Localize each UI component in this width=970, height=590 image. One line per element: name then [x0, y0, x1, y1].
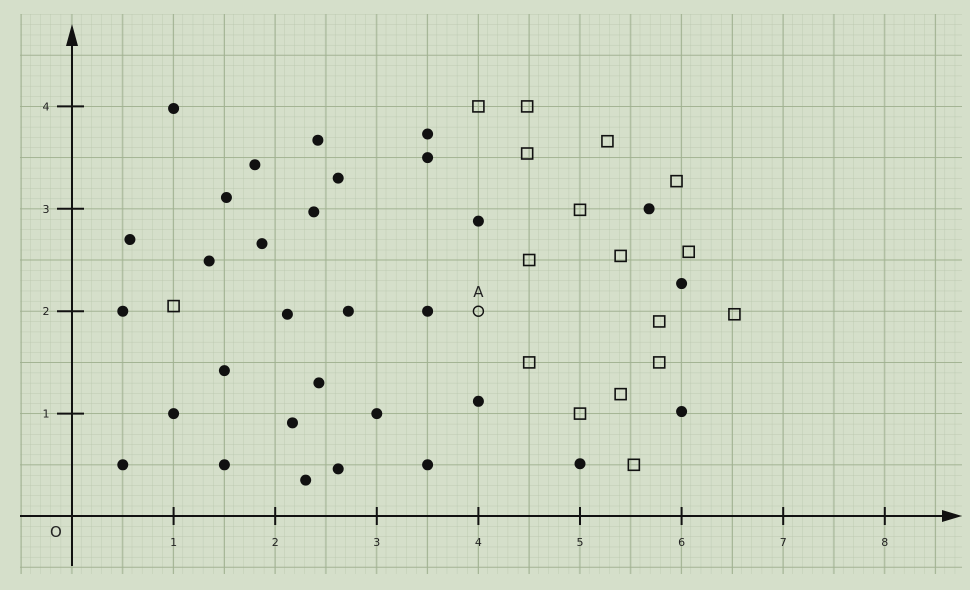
x-tick-label: 3	[373, 536, 380, 549]
data-point-open-square	[522, 253, 536, 267]
data-point-filled-circle	[332, 463, 344, 475]
x-tick-label: 4	[475, 536, 482, 549]
data-point-open-square	[682, 245, 696, 259]
point-a-label: A	[473, 283, 484, 301]
data-point-filled-circle	[281, 308, 293, 320]
data-point-filled-circle	[472, 215, 484, 227]
data-point-filled-circle	[422, 305, 434, 317]
x-tick-label: 6	[678, 536, 685, 549]
data-point-open-square	[728, 307, 741, 321]
data-point-open-square	[652, 315, 666, 328]
data-point-open-square	[601, 134, 614, 148]
data-point-filled-circle	[168, 102, 180, 114]
data-point-filled-circle	[203, 255, 215, 267]
data-point-open-square	[614, 249, 627, 263]
data-point-filled-circle	[220, 192, 232, 204]
data-point-filled-circle	[422, 128, 434, 140]
data-point-filled-circle	[124, 234, 136, 246]
grid-area	[20, 14, 962, 574]
y-tick-label: 2	[43, 305, 50, 318]
data-point-filled-circle	[676, 278, 688, 290]
data-point-filled-circle	[168, 408, 180, 420]
point-a-open-circle	[472, 305, 485, 317]
data-point-filled-circle	[218, 365, 230, 377]
data-point-filled-circle	[371, 408, 383, 420]
x-tick-label: 5	[577, 536, 584, 549]
data-point-open-square	[167, 299, 180, 313]
data-point-filled-circle	[676, 406, 688, 418]
data-points	[117, 100, 741, 486]
major-grid	[20, 14, 962, 574]
data-point-open-square	[472, 100, 485, 113]
data-point-open-square	[520, 100, 534, 113]
data-point-filled-circle	[249, 159, 261, 171]
x-axis-arrow-icon	[942, 510, 962, 522]
data-point-filled-circle	[312, 134, 324, 146]
data-point-open-square	[573, 407, 587, 420]
data-point-filled-circle	[300, 474, 312, 486]
data-point-filled-circle	[218, 459, 230, 471]
data-point-filled-circle	[256, 238, 268, 250]
data-point-open-square	[614, 387, 627, 401]
origin-label: O	[50, 523, 62, 541]
data-point-filled-circle	[422, 152, 434, 164]
data-point-filled-circle	[643, 203, 655, 215]
x-tick-label: 8	[881, 536, 888, 549]
data-point-filled-circle	[472, 395, 484, 407]
data-point-filled-circle	[117, 459, 129, 471]
y-axis-arrow-icon	[66, 24, 78, 46]
data-point-open-square	[627, 458, 641, 472]
y-tick-label: 3	[43, 203, 50, 216]
data-point-open-square	[520, 147, 534, 160]
x-ticks: 1 2 3 4 5 6 7 8	[170, 507, 888, 549]
data-point-open-square	[652, 356, 666, 369]
data-point-open-square	[522, 356, 536, 369]
x-tick-label: 1	[170, 536, 177, 549]
data-point-filled-circle	[117, 305, 129, 317]
x-tick-label: 2	[272, 536, 279, 549]
y-tick-label: 4	[43, 100, 50, 113]
data-point-filled-circle	[308, 206, 320, 218]
data-point-filled-circle	[286, 417, 298, 429]
data-point-filled-circle	[574, 458, 586, 470]
data-point-open-square	[670, 174, 683, 188]
data-point-filled-circle	[342, 305, 354, 317]
y-ticks: 1 2 3 4	[43, 100, 84, 421]
x-tick-label: 7	[780, 536, 787, 549]
y-tick-label: 1	[43, 408, 50, 421]
data-point-filled-circle	[422, 459, 434, 471]
data-point-open-square	[573, 203, 587, 217]
data-point-filled-circle	[332, 172, 344, 184]
annotations: A	[472, 283, 485, 317]
data-point-filled-circle	[313, 377, 325, 389]
